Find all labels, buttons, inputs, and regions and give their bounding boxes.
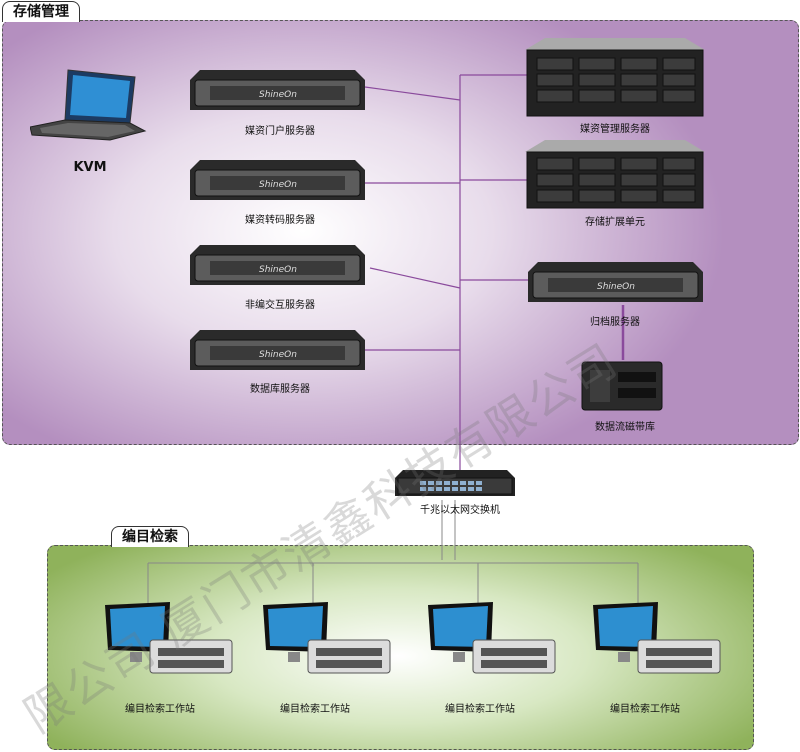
svg-text:ShineOn: ShineOn <box>597 282 635 292</box>
workstation-label: 编目检索工作站 <box>445 704 515 715</box>
workstation-label: 编目检索工作站 <box>610 704 680 715</box>
database-server-icon: ShineOn <box>190 330 365 370</box>
database-server-label: 数据库服务器 <box>250 384 310 395</box>
workstation-label: 编目检索工作站 <box>280 704 350 715</box>
storage-expansion-unit-icon <box>525 140 705 209</box>
gigabit-switch-label: 千兆以太网交换机 <box>420 505 500 516</box>
nonlinear-server-icon: ShineOn <box>190 245 365 285</box>
media-portal-server-icon: ShineOn <box>190 70 365 110</box>
media-management-server-label: 媒资管理服务器 <box>580 124 650 135</box>
svg-text:ShineOn: ShineOn <box>259 90 297 100</box>
workstation-label: 编目检索工作站 <box>125 704 195 715</box>
kvm-label: KVM <box>73 160 107 175</box>
media-transcode-server-icon: ShineOn <box>190 160 365 200</box>
media-management-server-icon <box>525 38 705 117</box>
catalog-zone-label: 编目检索 <box>111 526 189 547</box>
svg-text:ShineOn: ShineOn <box>259 350 297 360</box>
archive-server-icon: ShineOn <box>528 262 703 302</box>
tape-library-icon <box>581 361 663 411</box>
workstation-icon <box>428 602 556 674</box>
gigabit-switch-icon <box>395 470 515 496</box>
kvm-console-icon <box>30 69 147 141</box>
workstation-icon <box>105 602 233 674</box>
archive-server-label: 归档服务器 <box>590 317 640 328</box>
storage-expansion-unit-label: 存储扩展单元 <box>585 217 645 228</box>
nonlinear-server-label: 非编交互服务器 <box>245 300 315 311</box>
storage-zone-label: 存储管理 <box>2 1 80 22</box>
tape-library-label: 数据流磁带库 <box>595 422 655 433</box>
workstation-icon <box>263 602 391 674</box>
svg-text:ShineOn: ShineOn <box>259 265 297 275</box>
media-transcode-server-label: 媒资转码服务器 <box>245 215 315 226</box>
svg-text:ShineOn: ShineOn <box>259 180 297 190</box>
workstation-icon <box>593 602 721 674</box>
media-portal-server-label: 媒资门户服务器 <box>245 126 315 137</box>
